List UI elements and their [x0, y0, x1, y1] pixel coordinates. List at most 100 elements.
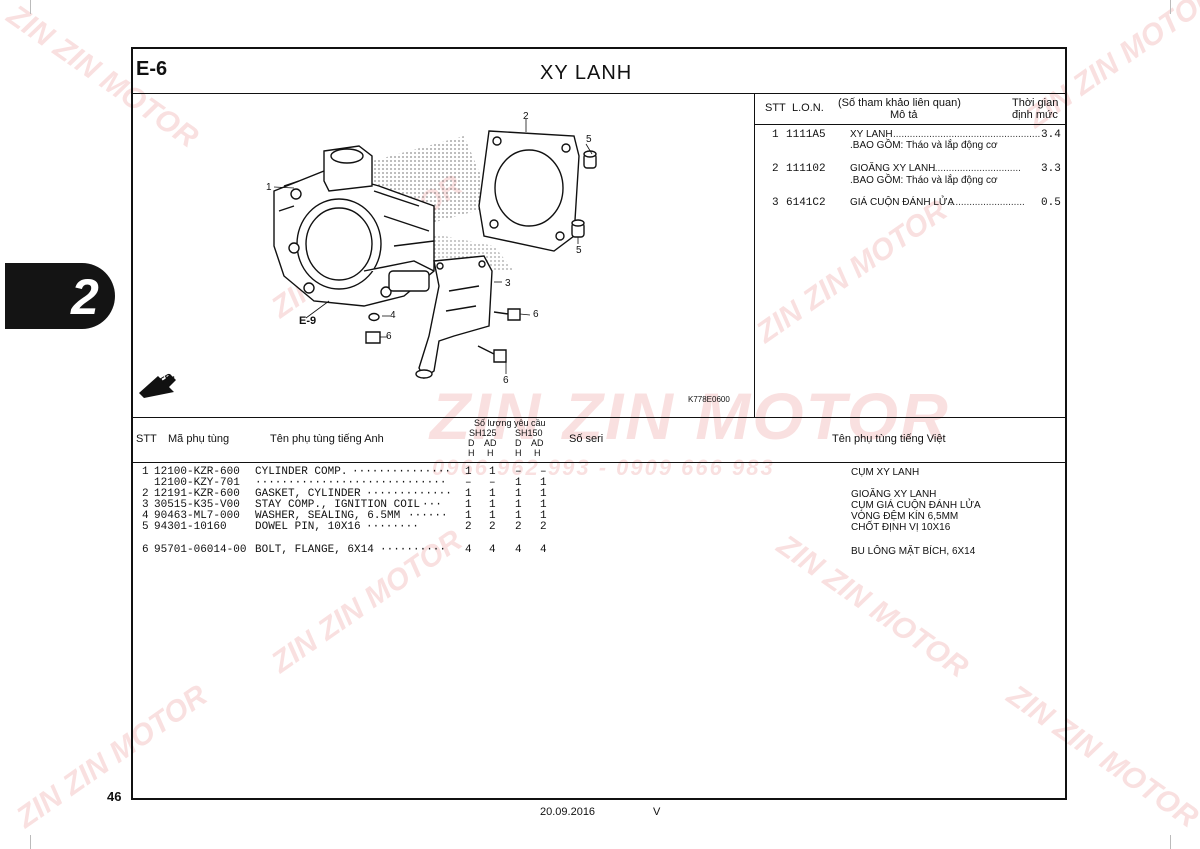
- page-number: 46: [107, 789, 122, 804]
- part-qty-3: 1: [515, 477, 522, 489]
- part-name-en: GASKET, CYLINDER: [255, 488, 361, 500]
- diagram-bottom-divider: [132, 417, 1066, 418]
- part-qty-2: –: [489, 477, 496, 489]
- lon-row-1-stt: 1: [772, 129, 779, 141]
- part-qty-3: 2: [515, 521, 522, 533]
- parts-header-stt: STT: [136, 433, 157, 445]
- parts-header-sub3: D: [515, 438, 522, 448]
- part-qty-2: 4: [489, 544, 496, 556]
- part-name-en: WASHER, SEALING, 6.5MM: [255, 510, 401, 522]
- parts-header-sub1: D: [468, 438, 475, 448]
- dowel-pins: [571, 150, 597, 238]
- part-stt: 4: [142, 510, 149, 522]
- callout-2: 2: [523, 111, 529, 122]
- part-qty-2: 2: [489, 521, 496, 533]
- part-qty-2: 1: [489, 488, 496, 500]
- lon-row-2-time: 3.3: [1041, 163, 1061, 175]
- page-frame: [131, 47, 1067, 800]
- parts-header-h4: H: [534, 448, 541, 458]
- part-qty-1: 1: [465, 499, 472, 511]
- parts-header-h1: H: [468, 448, 475, 458]
- part-name-en: CYLINDER COMP.: [255, 466, 348, 478]
- part-qty-2: 1: [489, 510, 496, 522]
- part-qty-4: 1: [540, 488, 547, 500]
- parts-header-model2: SH150: [515, 428, 543, 438]
- part-name-en: BOLT, FLANGE, 6X14: [255, 544, 374, 556]
- callout-3: 3: [505, 278, 511, 289]
- part-qty-3: 1: [515, 488, 522, 500]
- part-dots: ··········: [380, 544, 447, 556]
- part-number: 95701-06014-00: [154, 544, 247, 556]
- leader-lines: [273, 119, 593, 374]
- part-qty-4: –: [540, 466, 547, 478]
- lon-header-divider: [754, 124, 1066, 125]
- crop-mark: [30, 0, 31, 14]
- part-qty-1: 1: [465, 510, 472, 522]
- part-name-vi: BU LÔNG MẶT BÍCH, 6X14: [851, 546, 976, 557]
- lon-header-time: Thời gian: [1012, 97, 1059, 109]
- part-number: 94301-10160: [154, 521, 227, 533]
- part-qty-1: –: [465, 477, 472, 489]
- chapter-tab: 2: [5, 263, 115, 329]
- parts-header-qty: Số lượng yêu cầu: [474, 418, 546, 428]
- part-dots: ········: [366, 521, 419, 533]
- part-qty-1: 1: [465, 466, 472, 478]
- part-dots: ·············: [366, 488, 452, 500]
- part-qty-4: 2: [540, 521, 547, 533]
- part-stt: 2: [142, 488, 149, 500]
- lon-row-1-desc: XY LANH: [850, 129, 893, 140]
- lon-header-stt: STT: [765, 102, 786, 114]
- header-divider: [132, 93, 1066, 94]
- exploded-diagram: [139, 119, 597, 398]
- part-qty-4: 1: [540, 477, 547, 489]
- part-qty-3: 4: [515, 544, 522, 556]
- lon-row-3-lon: 6141C2: [786, 197, 826, 209]
- lon-row-3-desc: GIÁ CUỘN ĐÁNH LỬA: [850, 197, 955, 208]
- lon-header-desc: Mô tả: [890, 109, 918, 121]
- crop-mark: [30, 835, 31, 849]
- lon-row-3-stt: 3: [772, 197, 779, 209]
- lon-row-2-lon: 111102: [786, 163, 826, 175]
- callout-6-right: 6: [533, 309, 539, 320]
- figure-code: K778E0600: [688, 395, 730, 404]
- front-arrow-icon: [139, 374, 176, 398]
- part-number: 12100-KZY-701: [154, 477, 240, 489]
- part-name-vi: GIOĂNG XY LANH: [851, 489, 937, 500]
- part-stt: 5: [142, 521, 149, 533]
- part-dots: ···············: [352, 466, 452, 478]
- part-stt: 6: [142, 544, 149, 556]
- part-qty-4: 1: [540, 499, 547, 511]
- part-dots: ·····························: [255, 477, 447, 489]
- parts-header-name-vi: Tên phụ tùng tiếng Việt: [832, 433, 946, 445]
- lon-row-1-dots: ........................................…: [893, 129, 1041, 140]
- lon-row-2-dots: ................................: [932, 163, 1021, 174]
- part-name-vi: VÒNG ĐỆM KÍN 6,5MM: [851, 511, 959, 522]
- ref-label: E-9: [299, 315, 317, 327]
- part-qty-3: –: [515, 466, 522, 478]
- part-qty-1: 2: [465, 521, 472, 533]
- part-name-en: STAY COMP., IGNITION COIL: [255, 499, 421, 511]
- callout-5-top: 5: [586, 134, 592, 145]
- parts-header-h3: H: [515, 448, 522, 458]
- lon-row-1-lon: 1111A5: [786, 129, 826, 141]
- part-number: 12191-KZR-600: [154, 488, 240, 500]
- part-qty-4: 4: [540, 544, 547, 556]
- part-qty-3: 1: [515, 510, 522, 522]
- callout-6-left: 6: [386, 331, 392, 342]
- parts-header-name-en: Tên phụ tùng tiếng Anh: [270, 433, 384, 445]
- crop-mark: [1170, 835, 1171, 849]
- gasket: [478, 130, 580, 252]
- lon-header-time2: định mức: [1012, 109, 1058, 121]
- cylinder-body: [273, 145, 435, 307]
- watermark-phone-center: 0966 962 993 - 0909 666 983: [432, 455, 775, 480]
- part-qty-2: 1: [489, 499, 496, 511]
- diagram-divider: [754, 93, 755, 417]
- washer-and-bolts: [365, 308, 521, 363]
- part-qty-1: 4: [465, 544, 472, 556]
- part-qty-2: 1: [489, 466, 496, 478]
- chapter-number: 2: [71, 269, 99, 325]
- lon-row-2-desc: GIOĂNG XY LANH: [850, 163, 936, 174]
- callout-4: 4: [390, 310, 396, 321]
- parts-header-model1: SH125: [469, 428, 497, 438]
- lon-header-ref: (Số tham khảo liên quan): [838, 97, 961, 109]
